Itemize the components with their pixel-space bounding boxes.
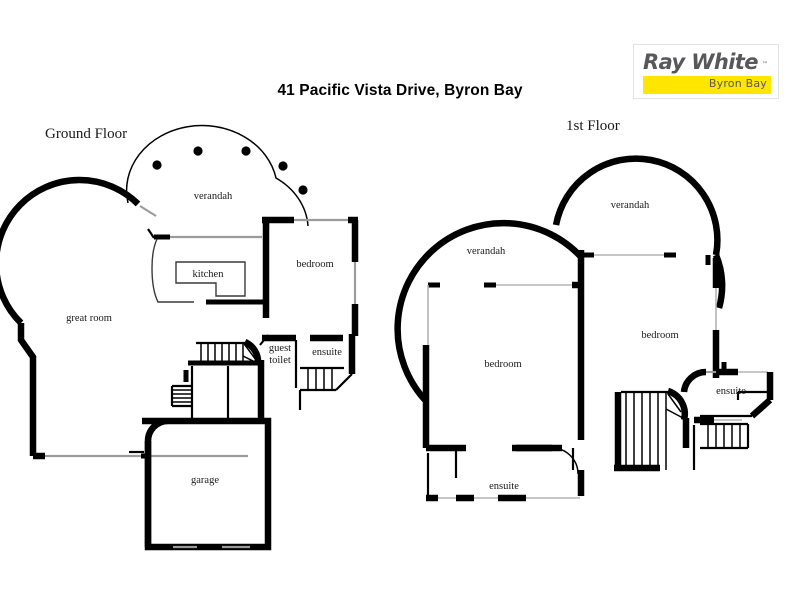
- verandah-post-icon: [298, 185, 308, 195]
- page-title: 41 Pacific Vista Drive, Byron Bay: [0, 82, 800, 100]
- room-label-ensuite-right: ensuite: [716, 386, 746, 397]
- right-small-stair-treads: [707, 424, 741, 448]
- right-ensuite-curved-wall: [680, 368, 707, 393]
- ground-ensuite-stair: [300, 366, 344, 390]
- logo-trademark-icon: ™: [762, 61, 768, 68]
- ground-upper-partition: [154, 216, 359, 336]
- first-stair-curved-winder: [666, 387, 688, 421]
- great-room-door-glazing: [139, 205, 157, 217]
- verandah-post-icon: [241, 146, 251, 156]
- ground-main-staircase: [183, 339, 265, 422]
- logo-office-text: Byron Bay: [708, 77, 767, 90]
- first-floor-plan: verandah verandah bedroom bedroom ensuit…: [394, 155, 774, 502]
- verandah-arc: [125, 124, 309, 227]
- room-label-verandah: verandah: [194, 191, 233, 202]
- left-verandah-curved-wall: [394, 219, 585, 403]
- ensuite-angled-wall: [335, 373, 353, 391]
- stair-treads: [200, 343, 244, 363]
- room-label-bedroom: bedroom: [296, 259, 333, 270]
- left-ensuite-door-swing: [551, 447, 579, 475]
- ray-white-logo: Ray White ™ Byron Bay: [633, 44, 779, 99]
- guest-toilet-door-swing: [259, 334, 269, 346]
- room-label-guest-toilet-line1: guest: [269, 343, 291, 354]
- room-label-ensuite: ensuite: [312, 347, 342, 358]
- great-room-lower-left-wall: [17, 323, 37, 456]
- garage-outline: [142, 417, 272, 551]
- logo-yellow-band: Byron Bay: [643, 76, 771, 94]
- great-room-curved-wall: [0, 176, 141, 326]
- first-floor-caption: 1st Floor: [566, 118, 620, 134]
- room-label-guest-toilet-line2: toilet: [269, 355, 291, 366]
- first-right-ensuite-walls: [680, 362, 774, 419]
- first-right-bedroom-walls: [584, 252, 720, 378]
- ground-bathroom-partitions: [259, 334, 356, 410]
- right-ensuite-angled-wall: [749, 397, 773, 419]
- logo-brand-text: Ray White: [643, 50, 758, 74]
- garage-walls: [129, 417, 272, 551]
- room-label-ensuite-left: ensuite: [489, 481, 519, 492]
- ground-verandah-structure: [125, 124, 309, 227]
- room-label-verandah-right: verandah: [611, 200, 650, 211]
- verandah-post-icon: [152, 160, 162, 170]
- room-label-bedroom-left: bedroom: [484, 359, 521, 370]
- first-stair-winder-treads: [665, 393, 684, 419]
- stair-winder-treads: [242, 344, 258, 364]
- room-label-bedroom-right: bedroom: [641, 330, 678, 341]
- great-room-walls: [0, 176, 248, 460]
- first-left-bedroom-walls: [422, 250, 585, 452]
- first-left-verandah-walls: [394, 219, 585, 403]
- first-right-small-stair: [694, 416, 750, 450]
- verandah-post-icon: [193, 146, 203, 156]
- ground-side-stair: [170, 384, 192, 408]
- first-stair-treads: [625, 392, 667, 470]
- ensuite-stair-treads: [307, 368, 333, 390]
- verandah-post-icon: [278, 161, 288, 171]
- room-label-verandah-left: verandah: [467, 246, 506, 257]
- kitchen-bench-outline: [175, 261, 246, 297]
- room-label-kitchen: kitchen: [193, 269, 225, 280]
- ground-floor-plan: great room verandah kitchen bedroom gues…: [0, 124, 359, 551]
- ground-floor-caption: Ground Floor: [45, 126, 128, 142]
- kitchen-outer-outline: [151, 238, 194, 303]
- right-verandah-curved-wall: [552, 155, 721, 256]
- first-main-staircase: [614, 387, 696, 472]
- page-title-text: 41 Pacific Vista Drive, Byron Bay: [277, 82, 523, 99]
- first-left-ensuite-walls: [426, 444, 585, 502]
- kitchen-area: [147, 228, 266, 305]
- room-label-great-room: great room: [66, 313, 112, 324]
- room-label-garage: garage: [191, 475, 219, 486]
- kitchen-door-swing: [147, 228, 155, 239]
